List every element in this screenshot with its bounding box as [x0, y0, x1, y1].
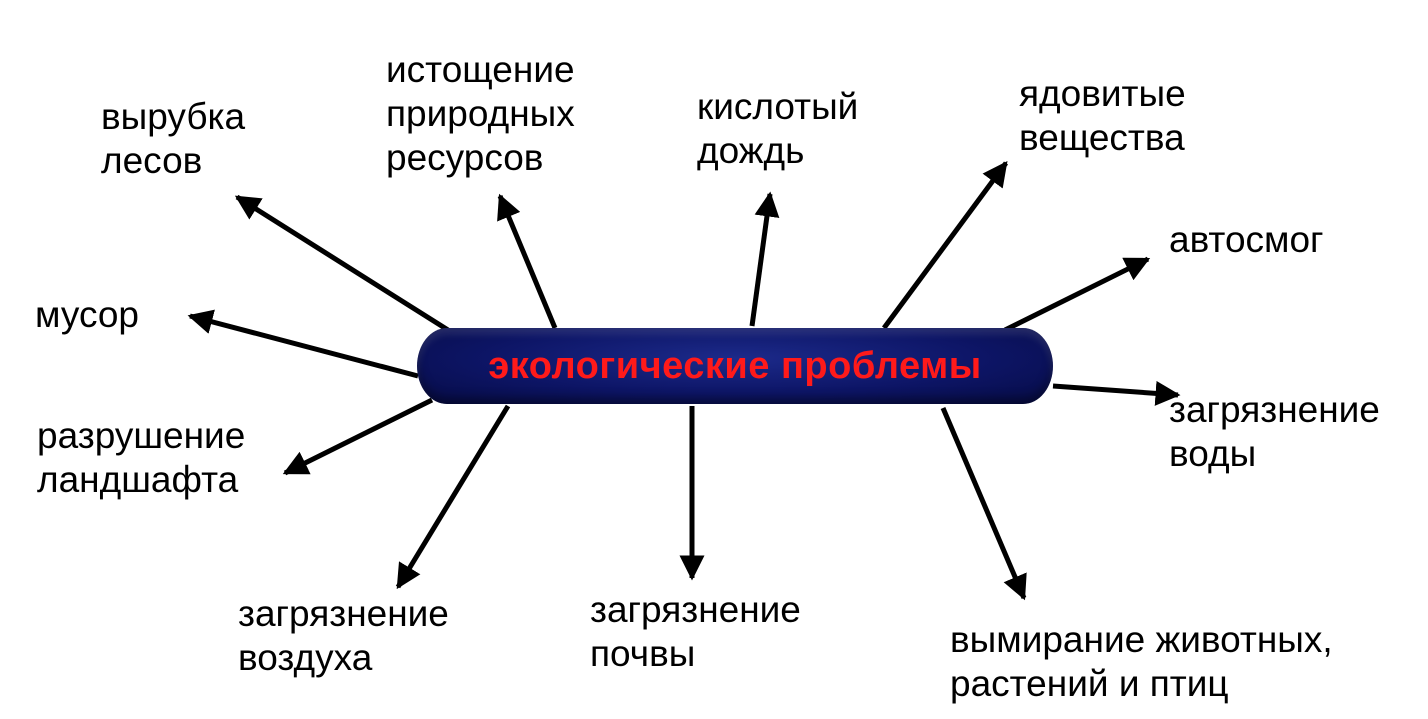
label-toxic-substances: ядовитые вещества	[1019, 73, 1186, 158]
label-air-pollution: загрязнение воздуха	[238, 593, 449, 678]
arrow-acid-rain	[749, 191, 780, 327]
label-auto-smog: автосмог	[1169, 219, 1324, 260]
label-soil-pollution: загрязнение почвы	[590, 589, 801, 674]
arrow-auto-smog	[1003, 256, 1151, 333]
arrow-resource-depletion	[497, 193, 558, 329]
arrow-extinction	[940, 407, 1027, 601]
label-garbage: мусор	[35, 294, 140, 335]
label-resource-depletion: истощение природных ресурсов	[386, 49, 575, 178]
arrow-garbage	[187, 309, 419, 379]
arrow-toxic-substances	[881, 160, 1009, 330]
label-acid-rain: кислотый дождь	[697, 86, 859, 171]
label-extinction: вымирание животных, растений и птиц	[950, 619, 1333, 704]
label-water-pollution: загрязнение воды	[1169, 389, 1380, 474]
arrow-deforestation	[234, 194, 450, 333]
arrow-air-pollution	[395, 404, 511, 590]
label-deforestation: вырубка лесов	[101, 96, 246, 181]
label-landscape-destruction: разрушение ландшафта	[37, 415, 246, 500]
arrow-water-pollution	[1052, 380, 1181, 406]
arrow-landscape-destruction	[282, 397, 434, 476]
central-node-label: экологические проблемы	[488, 344, 982, 387]
central-node: экологические проблемы	[417, 328, 1053, 404]
